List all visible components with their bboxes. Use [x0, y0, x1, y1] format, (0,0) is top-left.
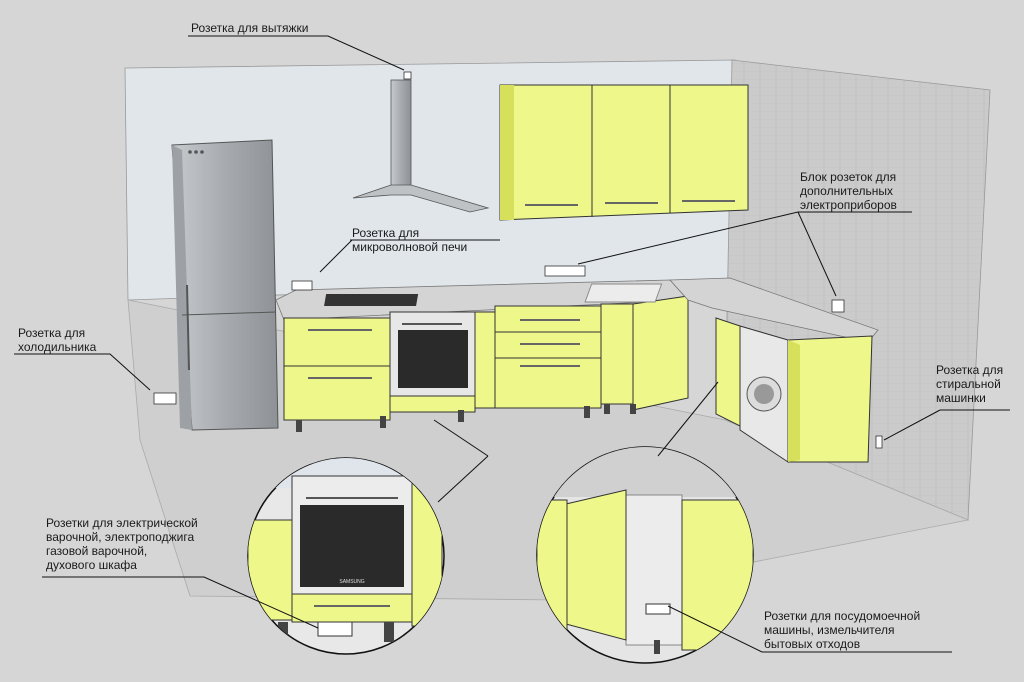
label-oven-sockets: Розетки для электрической варочной, элек… [46, 516, 198, 572]
zoom-oven [247, 457, 445, 655]
leader-lines [14, 35, 1010, 653]
label-washer-socket: Розетка для стиральной машинки [936, 363, 1004, 405]
right-cabinets [584, 277, 879, 463]
label-hood-socket: Розетка для вытяжки [191, 21, 309, 35]
upper-cabinets [499, 84, 749, 221]
label-microwave-socket: Розетка для микроволновой печи [352, 226, 468, 254]
oven-brand-text: SAMSUNG [339, 579, 364, 585]
label-extra-socket-block: Блок розеток для дополнительных электроп… [800, 170, 897, 212]
lower-cabinets [283, 295, 689, 432]
range-hood [352, 71, 490, 213]
cooktop [324, 294, 419, 306]
label-fridge-socket: Розетка для холодильника [18, 326, 97, 354]
label-dishwasher-sockets: Розетки для посудомоечной машины, измель… [764, 609, 921, 651]
wall-sockets [153, 265, 883, 449]
zoom-dishwasher [536, 446, 754, 664]
refrigerator [171, 139, 279, 431]
